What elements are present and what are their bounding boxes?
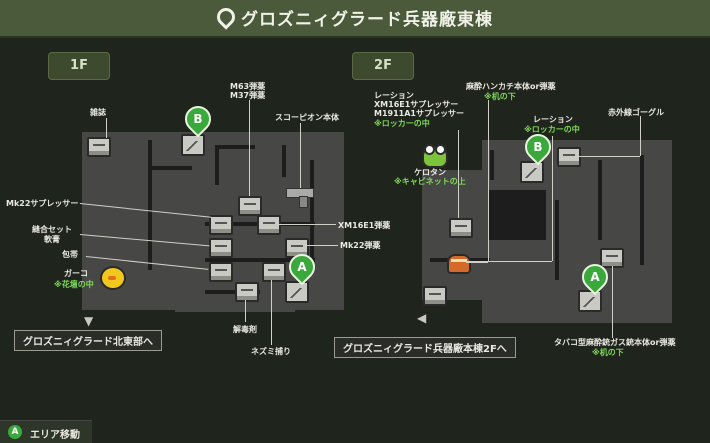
scorpion-gun-icon[interactable] bbox=[286, 188, 314, 208]
exit-2f-main-building[interactable]: グロズニィグラード兵器廠本棟2Fへ bbox=[334, 337, 516, 358]
label-m1911a1-suppressor: M1911A1サプレッサー bbox=[374, 109, 464, 118]
floor-tag-2f[interactable]: 2F bbox=[352, 52, 414, 80]
footer-bar: A エリア移動 bbox=[0, 420, 92, 443]
leader-line bbox=[458, 130, 459, 218]
leader-line bbox=[271, 280, 272, 345]
label-ration-2: レーション bbox=[533, 115, 573, 124]
leader-line bbox=[578, 156, 640, 157]
label-anesthetic-handkerchief: 麻酔ハンカチ本体or弾薬 bbox=[466, 82, 556, 91]
label-tobacco-gun: タバコ型麻酔銃ガス銃本体or弾薬 bbox=[554, 338, 676, 347]
label-mk22-ammo: Mk22弾薬 bbox=[340, 241, 381, 250]
label-m37: M37弾薬 bbox=[230, 91, 266, 100]
item-box-zasshi[interactable] bbox=[87, 137, 111, 157]
leader-line bbox=[278, 224, 336, 225]
wall bbox=[640, 155, 644, 265]
item-box-mk22-suppressor[interactable] bbox=[209, 215, 233, 235]
leader-line bbox=[640, 116, 641, 156]
leader-line bbox=[488, 100, 489, 262]
item-box-mousetrap[interactable] bbox=[262, 262, 286, 282]
gako-chick-icon[interactable] bbox=[100, 266, 126, 290]
leader-line bbox=[249, 100, 250, 196]
stairs-a-2f[interactable] bbox=[578, 290, 602, 312]
label-ration-1: レーション bbox=[374, 91, 414, 100]
wall bbox=[555, 200, 559, 280]
item-box-m63-m37[interactable] bbox=[238, 196, 262, 216]
title-bar: グロズニィグラード兵器廠東棟 bbox=[0, 0, 710, 38]
wall bbox=[282, 145, 286, 177]
item-box-ration-2[interactable] bbox=[557, 147, 581, 167]
arrow-down-icon: ▼ bbox=[84, 314, 94, 328]
location-pin-icon bbox=[213, 4, 239, 30]
label-cabinet-note: ※キャビネットの上 bbox=[394, 177, 466, 186]
wall bbox=[488, 190, 546, 240]
label-kerotan: ケロタン bbox=[414, 168, 446, 177]
stairs-b-1f[interactable] bbox=[181, 134, 205, 156]
label-desk-note-2: ※机の下 bbox=[592, 348, 624, 357]
page-title: グロズニィグラード兵器廠東棟 bbox=[241, 10, 493, 30]
label-desk-note-1: ※机の下 bbox=[484, 92, 516, 101]
wall bbox=[148, 140, 152, 270]
item-box-ration-1[interactable] bbox=[449, 218, 473, 238]
wall bbox=[598, 160, 602, 240]
leader-line bbox=[466, 262, 488, 263]
a-button-icon[interactable]: A bbox=[8, 425, 22, 439]
wall bbox=[310, 160, 314, 260]
stairs-a-1f[interactable] bbox=[285, 281, 309, 303]
item-box-lower[interactable] bbox=[423, 286, 447, 306]
leader-line bbox=[552, 136, 553, 261]
label-mousetrap: ネズミ捕り bbox=[251, 347, 291, 356]
wall bbox=[152, 166, 192, 170]
item-box-antidote[interactable] bbox=[235, 282, 259, 302]
exit-1f-northeast[interactable]: グロズニィグラード北東部へ bbox=[14, 330, 162, 351]
label-ointment: 軟膏 bbox=[44, 235, 60, 244]
label-antidote: 解毒剤 bbox=[233, 325, 257, 334]
label-mk22-suppressor: Mk22サプレッサー bbox=[6, 199, 79, 208]
item-box-tobacco-gun[interactable] bbox=[600, 248, 624, 268]
floor-tag-1f[interactable]: 1F bbox=[48, 52, 110, 80]
label-gako: ガーコ bbox=[64, 269, 88, 278]
wall bbox=[215, 145, 219, 185]
item-box-suture[interactable] bbox=[209, 238, 233, 258]
label-scorpion: スコーピオン本体 bbox=[275, 113, 339, 122]
leader-line bbox=[300, 123, 301, 188]
item-box-xm16e1-ammo[interactable] bbox=[257, 215, 281, 235]
label-xm16e1-ammo: XM16E1弾薬 bbox=[338, 221, 391, 230]
leader-line bbox=[306, 245, 338, 246]
label-locker-note-1: ※ロッカーの中 bbox=[374, 119, 430, 128]
label-zasshi: 雑誌 bbox=[90, 108, 106, 117]
label-gako-note: ※花壇の中 bbox=[54, 280, 94, 289]
leader-line bbox=[612, 266, 613, 338]
wall bbox=[205, 290, 260, 294]
leader-line bbox=[466, 261, 552, 262]
label-suture: 縫合セット bbox=[32, 225, 72, 234]
label-locker-note-2: ※ロッカーの中 bbox=[524, 125, 580, 134]
wall bbox=[205, 258, 315, 262]
label-ir-goggles: 赤外線ゴーグル bbox=[608, 108, 664, 117]
wall bbox=[490, 150, 494, 180]
label-m63: M63弾薬 bbox=[230, 82, 266, 91]
kerotan-frog-icon[interactable] bbox=[422, 144, 448, 168]
arrow-left-icon: ◀ bbox=[417, 311, 427, 325]
anesthetic-handkerchief-icon[interactable] bbox=[447, 254, 471, 274]
label-bandage: 包帯 bbox=[62, 250, 78, 259]
leader-line bbox=[245, 300, 246, 322]
wall bbox=[215, 145, 255, 149]
page-title-wrap: グロズニィグラード兵器廠東棟 bbox=[0, 4, 710, 30]
item-box-bandage[interactable] bbox=[209, 262, 233, 282]
map-1f-lower bbox=[175, 300, 295, 312]
leader-line bbox=[106, 118, 107, 138]
area-move-label: エリア移動 bbox=[30, 430, 80, 441]
label-xm16e1-suppressor: XM16E1サプレッサー bbox=[374, 100, 459, 109]
stairs-b-2f[interactable] bbox=[520, 161, 544, 183]
